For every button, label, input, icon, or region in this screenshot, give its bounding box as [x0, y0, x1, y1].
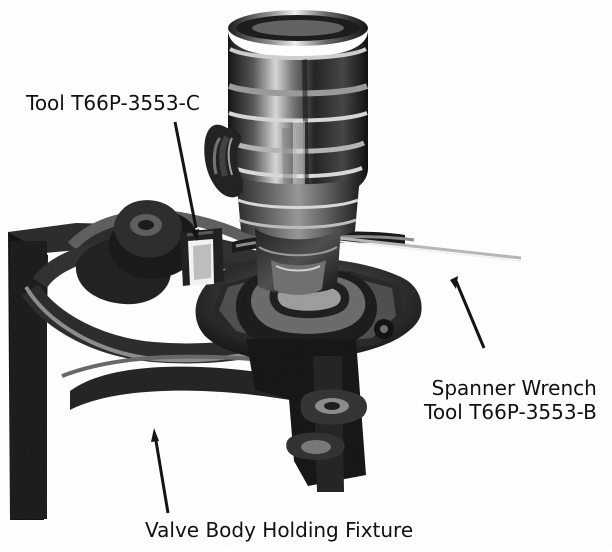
valve-body-fixture-text: Valve Body Holding Fixture [145, 518, 414, 542]
spanner-wrench-label: Spanner Wrench Tool T66P-3553-B [424, 376, 597, 424]
spanner-line-2: Tool T66P-3553-B [424, 400, 597, 424]
spanner-line-1: Spanner Wrench [431, 376, 597, 400]
tool-c-text: Tool T66P-3553-C [26, 91, 200, 115]
valve-body-fixture-label: Valve Body Holding Fixture [145, 518, 413, 542]
tool-c-label: Tool T66P-3553-C [26, 91, 200, 115]
